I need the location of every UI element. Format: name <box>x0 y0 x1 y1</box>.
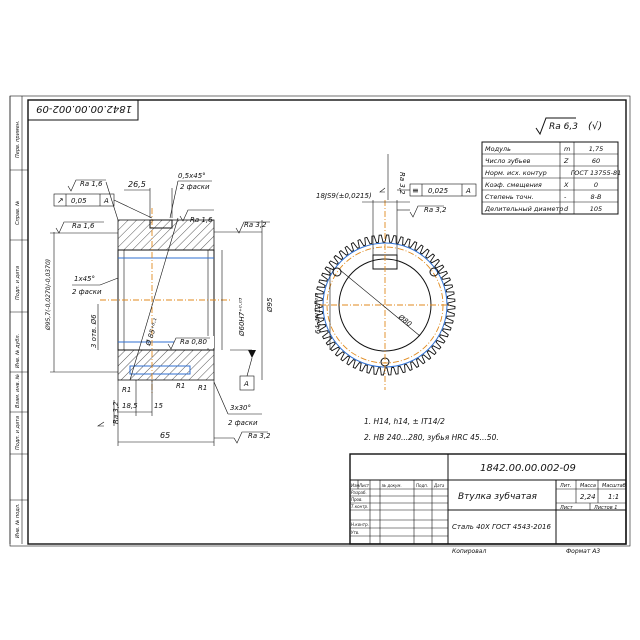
side-strip-label: Подп. и дата <box>15 266 21 300</box>
svg-text:Подп.: Подп. <box>416 483 428 488</box>
svg-text:2 фаски: 2 фаски <box>72 288 102 296</box>
svg-text:18JS9(±0,0215): 18JS9(±0,0215) <box>316 192 372 200</box>
gear-view: Ø80 64,4H12⁺⁰·³ 18JS9(±0,0215) Ra 3,2 ≡ … <box>314 154 477 390</box>
svg-text:1842.00.00.002-09: 1842.00.00.002-09 <box>36 103 132 114</box>
svg-text:1:1: 1:1 <box>608 493 619 501</box>
svg-text:Лист: Лист <box>559 505 574 511</box>
svg-text:2,24: 2,24 <box>580 493 596 501</box>
svg-text:64,4H12⁺⁰·³: 64,4H12⁺⁰·³ <box>314 293 322 334</box>
general-roughness: Ra 6,3 (√) <box>535 117 602 136</box>
param-value: ГОСТ 13755-81 <box>571 169 622 177</box>
svg-text:0,025: 0,025 <box>428 187 449 195</box>
svg-text:Листов 1: Листов 1 <box>593 505 617 511</box>
side-strip-label: Подп. и дата <box>15 416 21 450</box>
svg-text:Масштаб: Масштаб <box>602 483 626 489</box>
svg-text:Утв.: Утв. <box>351 530 359 535</box>
param-name: Модуль <box>485 145 511 153</box>
svg-text:Масса: Масса <box>580 483 596 489</box>
svg-text:≡: ≡ <box>412 186 419 195</box>
side-strip-label: Взам. инв. № <box>15 374 21 408</box>
svg-text:A: A <box>465 187 471 195</box>
svg-text:Копировал: Копировал <box>452 548 486 555</box>
upper-section <box>117 219 215 251</box>
param-value: 60 <box>592 157 600 165</box>
param-value: 8-B <box>591 193 602 201</box>
svg-text:Ø95,7(-0,0270/-0,0370): Ø95,7(-0,0270/-0,0370) <box>45 259 52 331</box>
param-name: Степень точн. <box>485 193 534 201</box>
svg-text:Т.контр.: Т.контр. <box>351 504 368 509</box>
svg-text:2 фаски: 2 фаски <box>228 419 258 427</box>
section-view: 26,5 0,5x45° 2 фаски Ra 1,6 ↗ 0,05 A Ra … <box>45 172 274 446</box>
note-2: 2. HB 240...280, зубья HRC 45...50. <box>364 433 499 442</box>
side-strip: Перв. примен. Справ. № Подп. и дата Инв.… <box>9 96 28 544</box>
svg-text:Ra 1,6: Ra 1,6 <box>72 222 95 230</box>
svg-text:Изм: Изм <box>351 483 359 488</box>
svg-text:Ra 3,2: Ra 3,2 <box>112 401 120 424</box>
svg-text:Ra 0,80: Ra 0,80 <box>180 338 208 346</box>
svg-text:Пров.: Пров. <box>351 497 363 502</box>
svg-text:Разраб.: Разраб. <box>351 490 367 495</box>
svg-text:Ra 3,2: Ra 3,2 <box>398 172 406 195</box>
param-name: Коэф. смещения <box>485 181 542 189</box>
param-symbol: Z <box>563 157 569 165</box>
svg-text:(√): (√) <box>588 121 602 132</box>
technical-notes: 1. H14, h14, ± IT14/2 2. HB 240...280, з… <box>364 417 499 442</box>
svg-text:Лист: Лист <box>358 483 370 488</box>
drawing-frame <box>27 99 627 545</box>
svg-text:Лит.: Лит. <box>559 483 572 489</box>
param-value: 1,75 <box>589 145 603 153</box>
param-symbol: X <box>563 181 569 189</box>
svg-text:Формат А3: Формат А3 <box>566 548 600 555</box>
side-strip-label: Инв. № дубл. <box>15 334 21 368</box>
svg-text:№ докум.: № докум. <box>381 483 402 488</box>
svg-text:0,05: 0,05 <box>71 197 87 205</box>
svg-text:Ra 1,6: Ra 1,6 <box>190 216 213 224</box>
svg-text:Дата: Дата <box>433 483 445 488</box>
svg-text:65: 65 <box>160 431 170 440</box>
svg-text:R1: R1 <box>122 386 131 394</box>
svg-text:3 отв. Ø6: 3 отв. Ø6 <box>90 314 98 348</box>
lower-section <box>117 349 215 381</box>
param-symbol: m <box>564 145 570 153</box>
svg-text:Н.контр.: Н.контр. <box>351 522 369 527</box>
svg-text:↗: ↗ <box>57 196 64 205</box>
part-name: Втулка зубчатая <box>458 492 538 502</box>
svg-text:R1: R1 <box>198 384 207 392</box>
svg-text:Ra 3,2: Ra 3,2 <box>248 432 271 440</box>
svg-text:Ra 1,6: Ra 1,6 <box>80 180 103 188</box>
side-strip-label: Инв. № подл. <box>15 504 21 539</box>
title-block: 1842.00.00.002-09 Втулка зубчатая Сталь … <box>349 453 627 555</box>
param-name: Число зубьев <box>485 157 531 165</box>
svg-text:Ø95: Ø95 <box>266 297 274 313</box>
side-strip-label: Справ. № <box>15 201 21 225</box>
svg-text:0,5x45°: 0,5x45° <box>178 172 206 180</box>
svg-text:Ra 6,3: Ra 6,3 <box>549 122 578 132</box>
svg-text:15: 15 <box>154 402 163 410</box>
svg-text:Ra 3,2: Ra 3,2 <box>424 206 447 214</box>
note-1: 1. H14, h14, ± IT14/2 <box>364 417 445 426</box>
param-symbol: - <box>564 193 567 201</box>
side-strip-label: Перв. примен. <box>15 120 21 158</box>
material: Сталь 40Х ГОСТ 4543-2016 <box>452 523 552 531</box>
param-value: 0 <box>594 181 598 189</box>
svg-text:1x45°: 1x45° <box>74 275 95 283</box>
title-number: 1842.00.00.002-09 <box>480 463 576 474</box>
svg-text:26,5: 26,5 <box>128 180 146 189</box>
param-value: 105 <box>590 205 602 213</box>
svg-text:Ø60H7⁺⁰·⁰³: Ø60H7⁺⁰·⁰³ <box>238 297 246 337</box>
svg-text:Ø 85⁺⁰·¹: Ø 85⁺⁰·¹ <box>144 317 161 347</box>
svg-text:3x30°: 3x30° <box>230 404 251 412</box>
drawing-number-stamp: 1842.00.00.002-09 <box>27 99 139 121</box>
svg-text:R1: R1 <box>176 382 185 390</box>
svg-text:18,5: 18,5 <box>122 402 138 410</box>
svg-text:Ra 3,2: Ra 3,2 <box>244 221 267 229</box>
param-symbol: d <box>564 205 569 213</box>
svg-text:A: A <box>243 380 249 388</box>
param-name: Делительный диаметр <box>484 205 563 213</box>
param-name: Норм. исх. контур <box>485 169 547 177</box>
svg-text:2 фаски: 2 фаски <box>180 183 210 191</box>
svg-text:A: A <box>103 197 109 205</box>
